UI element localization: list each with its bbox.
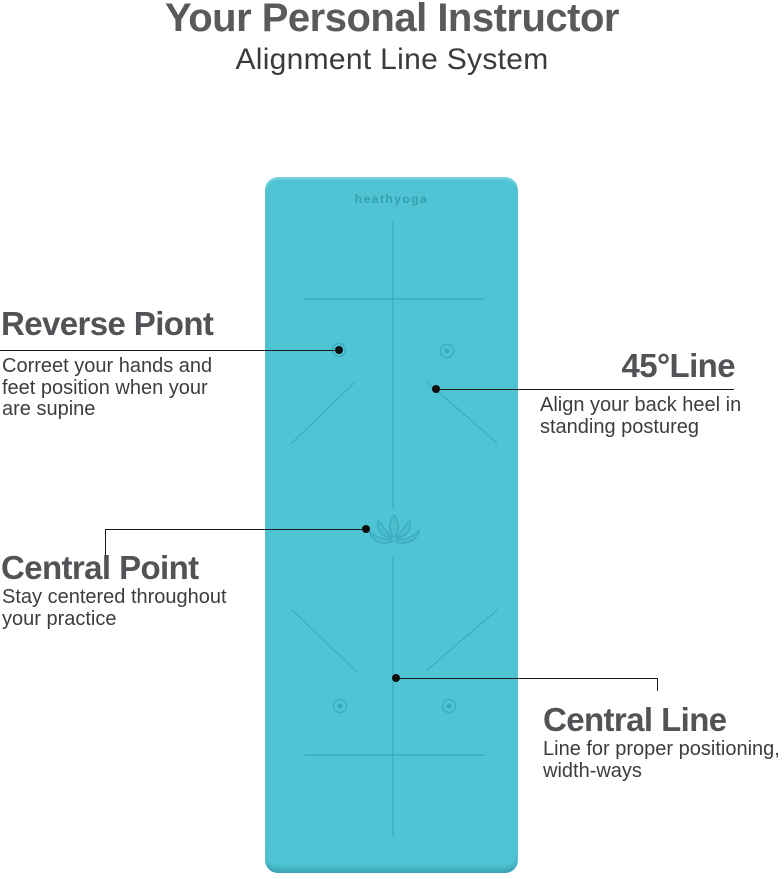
mat-markings-graphic [291,221,498,837]
45-line-dot [432,385,440,393]
target-marker-upper-right [439,343,455,359]
callout-description-45-line: Align your back heel in standing posture… [540,394,742,438]
reverse-point-leader-line [0,350,340,351]
45-line-lower-right [426,609,498,671]
target-marker-lower-left [332,698,348,714]
reverse-point-dot [335,346,343,354]
45-line-lower-left [291,609,358,673]
central-point-dot [362,525,370,533]
callout-description-reverse-point: Correet your hands and feet position whe… [2,355,213,420]
yoga-mat: heathyoga [265,177,518,873]
lotus-icon [367,514,421,544]
callout-title-45-line: 45°Line [621,347,735,384]
page-subtitle: Alignment Line System [235,43,549,76]
target-marker-lower-right [441,698,457,714]
central-line-leader-line [396,678,658,679]
brand-logo: heathyoga [354,192,429,206]
central-point-leader-line [105,529,367,530]
callout-title-central-line: Central Line [543,701,727,738]
callout-title-reverse-point: Reverse Piont [1,305,214,342]
page-title: Your Personal Instructor [164,0,620,40]
45-line-upper-left [291,382,355,444]
central-line-dot [392,674,400,682]
callout-description-central-point: Stay centered throughout your practice [2,586,227,630]
callout-title-central-point: Central Point [1,549,199,586]
45-line-upper-right [426,381,498,444]
45-line-leader-line [436,389,734,390]
callout-description-central-line: Line for proper positioning, width-ways [543,738,780,782]
central-line-leader-elbow [657,678,658,691]
central-point-leader-elbow [105,529,106,557]
